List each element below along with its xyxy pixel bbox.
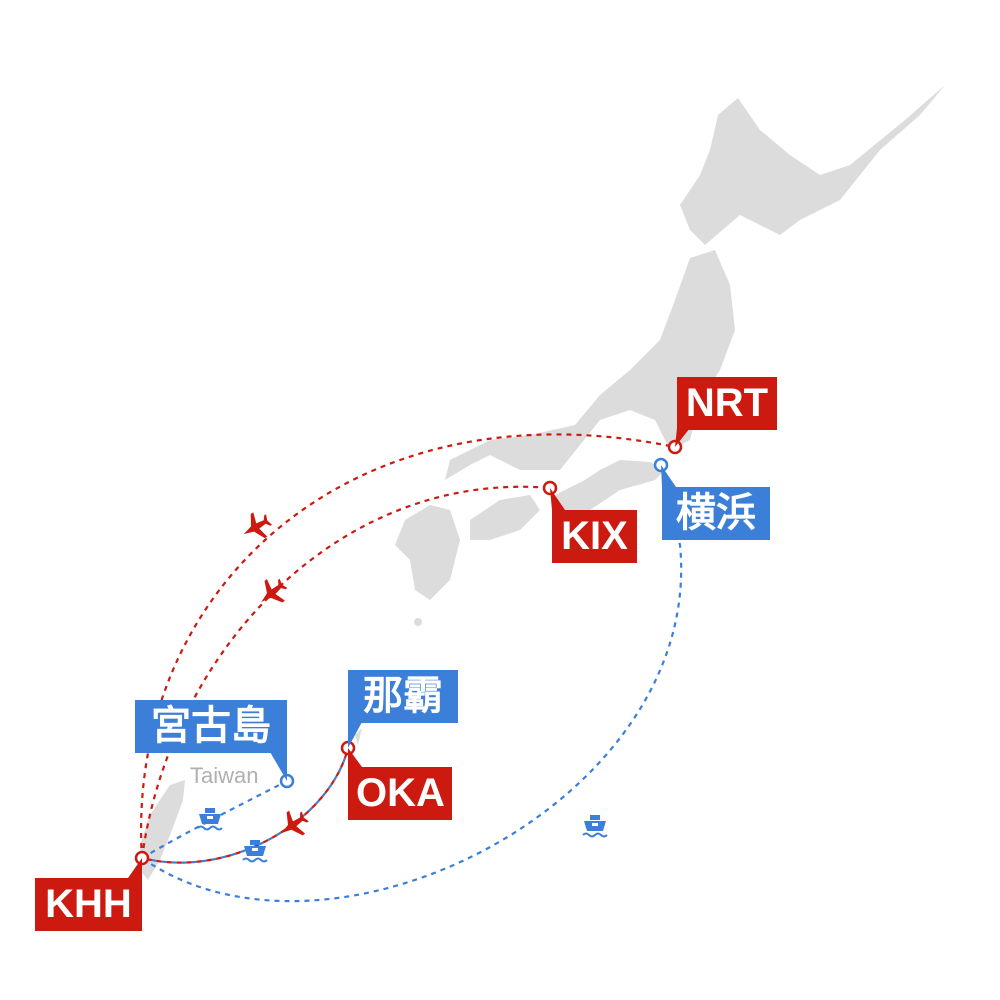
label-naha[interactable]: 那霸: [348, 670, 458, 723]
route-khh-oka: [141, 747, 350, 864]
region-label-taiwan: Taiwan: [190, 763, 259, 788]
ship-icon: [197, 807, 223, 831]
label-yokohama[interactable]: 横浜: [662, 487, 770, 540]
label-nrt[interactable]: NRT: [677, 377, 777, 430]
label-oka[interactable]: OKA: [348, 767, 452, 820]
route-khh-naha-ferry: [141, 747, 350, 864]
route-khh-yokohama: [141, 464, 683, 903]
label-miyako[interactable]: 宮古島: [135, 700, 287, 753]
ship-icon: [582, 814, 608, 838]
label-kix[interactable]: KIX: [552, 510, 637, 563]
land-japan: [355, 85, 945, 745]
label-khh[interactable]: KHH: [35, 878, 142, 931]
land-taiwan: [140, 780, 185, 880]
route-khh-kix: [140, 485, 551, 859]
airplane-icon: [236, 507, 276, 547]
